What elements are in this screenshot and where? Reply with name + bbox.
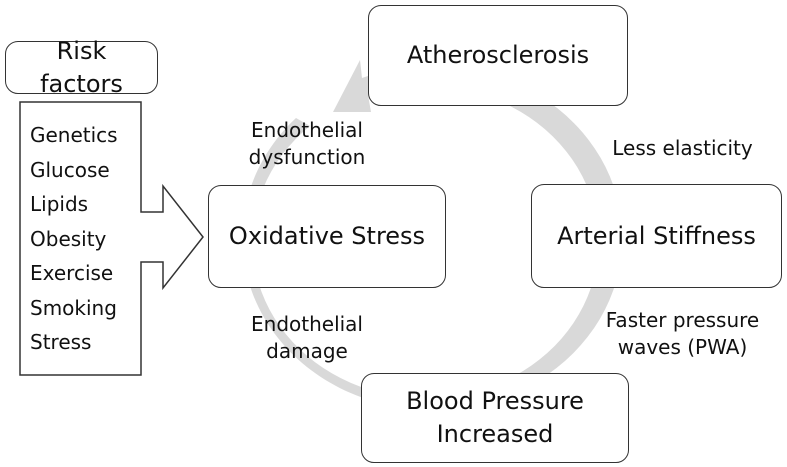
faster-pressure-line1: Faster pressure — [605, 308, 760, 332]
oxidative-stress-node: Oxidative Stress — [208, 185, 446, 288]
endothelial-damage-line1: Endothelial — [251, 312, 363, 336]
endothelial-damage-label: Endothelial damage — [222, 311, 392, 365]
faster-pressure-waves-label: Faster pressure waves (PWA) — [585, 307, 780, 361]
endothelial-damage-line2: damage — [266, 339, 348, 363]
risk-factors-box: Risk factors — [5, 37, 158, 98]
blood-pressure-node: Blood Pressure Increased — [361, 373, 629, 463]
arterial-stiffness-label: Arterial Stiffness — [557, 221, 756, 250]
arterial-stiffness-node: Arterial Stiffness — [531, 184, 782, 288]
risk-factors-list: Genetics Glucose Lipids Obesity Exercise… — [30, 118, 118, 360]
endothelial-dysfunction-line1: Endothelial — [251, 118, 363, 142]
risk-factor-item: Genetics — [30, 123, 118, 147]
blood-pressure-label-line1: Blood Pressure — [406, 387, 584, 415]
risk-factor-item: Stress — [30, 330, 92, 354]
oxidative-stress-label: Oxidative Stress — [228, 222, 426, 250]
faster-pressure-line2: waves (PWA) — [617, 335, 748, 359]
risk-factor-item: Exercise — [30, 261, 114, 285]
less-elasticity-text: Less elasticity — [612, 136, 753, 160]
risk-factors-bracket-arrow — [19, 101, 204, 376]
risk-factors-title: Risk factors — [40, 36, 123, 98]
risk-factor-item: Smoking — [30, 295, 117, 320]
risk-factor-item: Glucose — [30, 157, 110, 182]
risk-factor-item: Obesity — [30, 226, 107, 251]
atherosclerosis-node: Atherosclerosis — [368, 5, 628, 106]
blood-pressure-label-line2: Increased — [436, 420, 554, 448]
atherosclerosis-label: Atherosclerosis — [406, 41, 590, 69]
endothelial-dysfunction-label: Endothelial dysfunction — [222, 117, 392, 171]
less-elasticity-label: Less elasticity — [595, 135, 770, 162]
risk-factor-item: Lipids — [30, 192, 89, 216]
endothelial-dysfunction-line2: dysfunction — [248, 145, 366, 169]
